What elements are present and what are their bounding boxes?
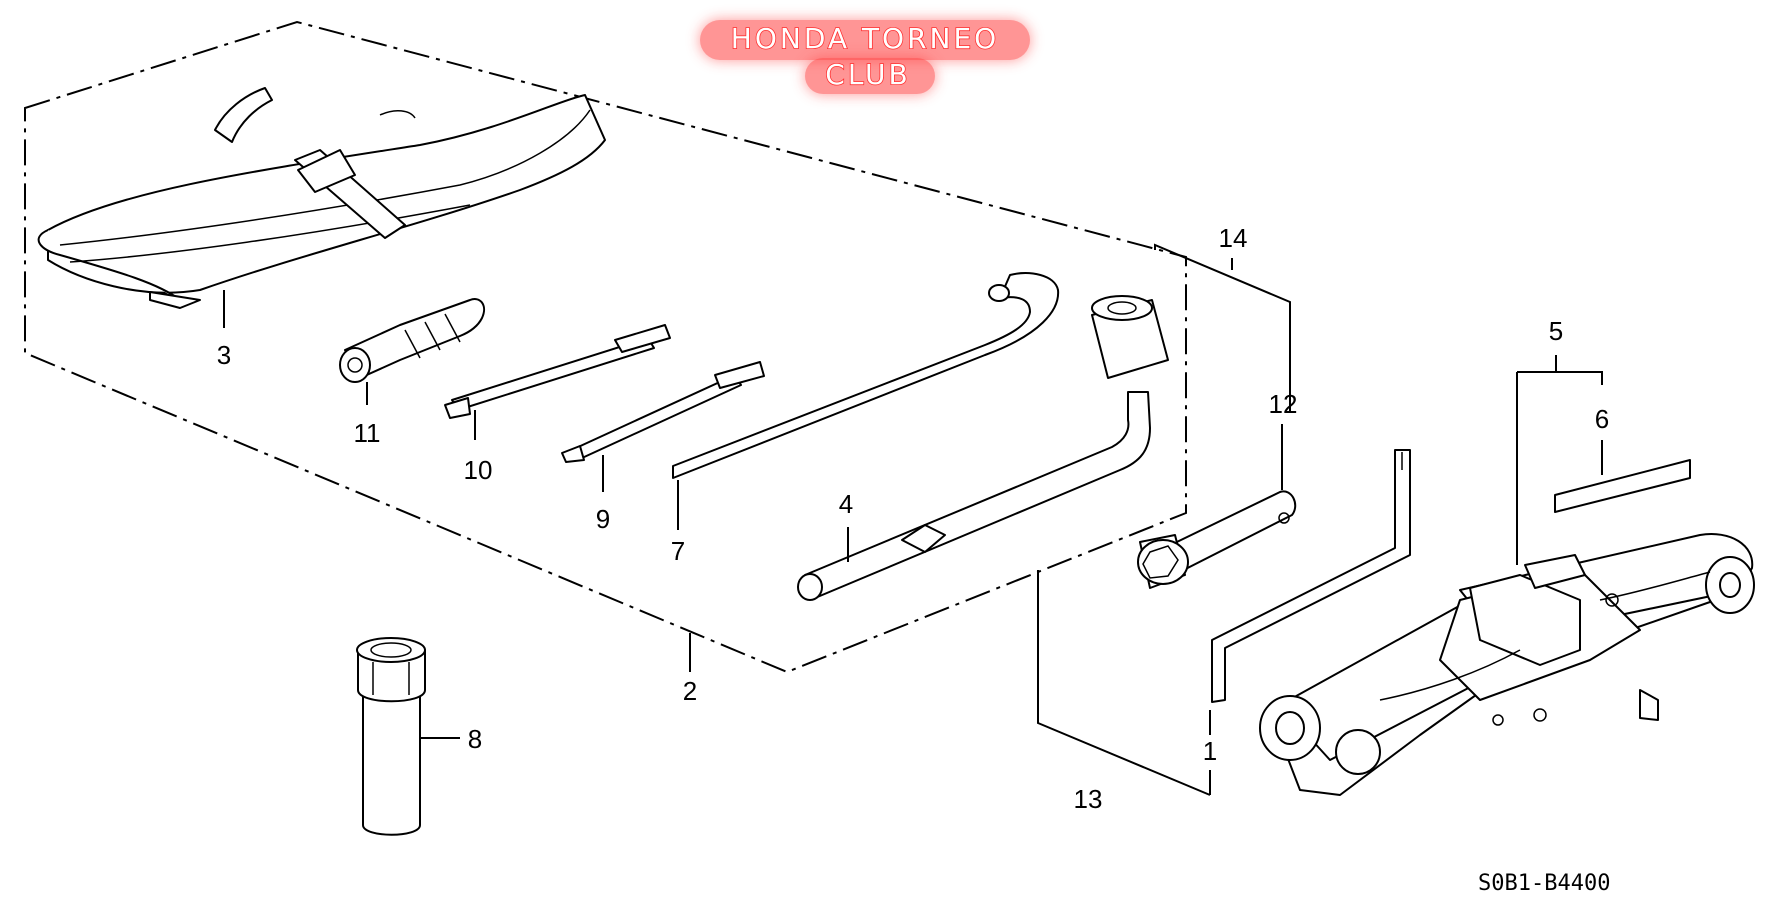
callout-4: 4 — [839, 489, 853, 519]
callout-2: 2 — [683, 676, 697, 706]
callout-1: 1 — [1203, 736, 1217, 766]
callout-13: 13 — [1074, 784, 1103, 814]
jack-handle-part: 1 — [1203, 449, 1411, 766]
scissor-jack-part — [1259, 533, 1755, 796]
callout-6: 6 — [1595, 404, 1609, 434]
callout-3: 3 — [217, 340, 231, 370]
bracket-13: 13 — [1037, 570, 1211, 814]
extension-bar-part: 7 — [671, 272, 1060, 566]
bracket-14: 14 — [1154, 223, 1291, 412]
callout-9: 9 — [596, 504, 610, 534]
wheel-lock-socket-part: 8 — [356, 637, 482, 836]
callout-11: 11 — [354, 418, 381, 448]
bracket-5: 5 6 — [1516, 316, 1609, 565]
watermark: HONDA TORNEO CLUB — [700, 20, 1030, 94]
phillips-screwdriver-bit-part: 9 — [561, 361, 765, 534]
diagram-code: S0B1-B4400 — [1478, 871, 1610, 896]
callout-14: 14 — [1219, 223, 1248, 253]
callout-5: 5 — [1549, 316, 1563, 346]
callout-10: 10 — [464, 455, 493, 485]
jack-handle-socket-part — [1137, 490, 1297, 589]
tool-set-dashed-outline — [24, 20, 1187, 674]
tool-bag-part: 3 — [37, 87, 606, 370]
flat-screwdriver-bit-part: 10 — [444, 324, 671, 485]
callout-8: 8 — [468, 724, 482, 754]
wheel-nut-wrench-part: 4 — [797, 295, 1169, 601]
jack-label-part — [1554, 459, 1691, 513]
watermark-line-2: CLUB — [825, 58, 910, 91]
callout-12: 12 — [1269, 389, 1298, 419]
screwdriver-handle-part: 11 — [339, 298, 486, 448]
watermark-line-1: HONDA TORNEO — [731, 22, 999, 55]
callout-7: 7 — [671, 536, 685, 566]
